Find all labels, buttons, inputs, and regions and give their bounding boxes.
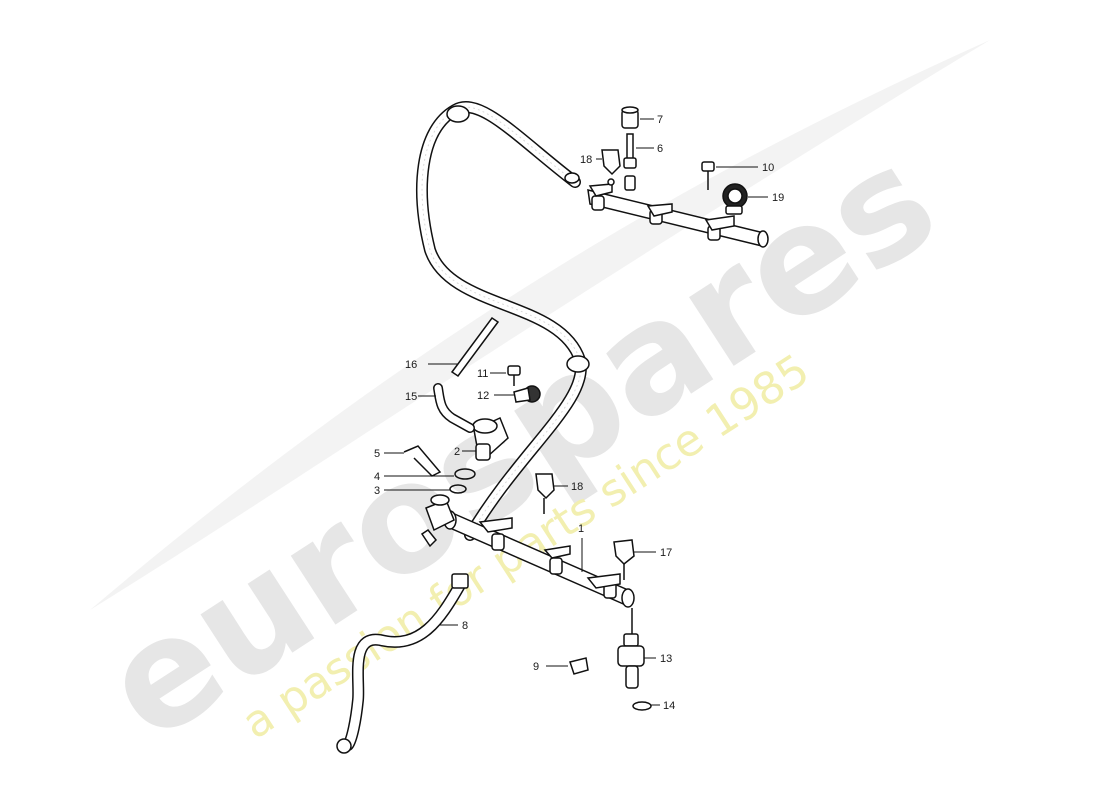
callout-17: 17 — [660, 547, 672, 559]
clip-18-lower — [535, 473, 555, 514]
valve-6 — [623, 133, 637, 191]
callout-labels: 7 6 18 10 19 16 11 12 15 2 5 4 3 18 1 17… — [374, 114, 784, 712]
callout-18-upper: 18 — [580, 154, 592, 166]
clip-17 — [613, 539, 635, 580]
pressure-regulator — [472, 416, 509, 461]
callout-1: 1 — [578, 523, 584, 535]
bolt-11 — [507, 365, 521, 386]
callout-11: 11 — [477, 368, 488, 380]
callout-16: 16 — [405, 359, 417, 371]
callout-18-lower: 18 — [571, 481, 583, 493]
callout-3: 3 — [374, 485, 380, 497]
callout-7: 7 — [657, 114, 663, 126]
o-ring-3 — [449, 484, 467, 494]
bracket-12 — [513, 385, 541, 403]
fuel-hose-long — [416, 101, 590, 541]
callout-5: 5 — [374, 448, 380, 460]
callout-2: 2 — [454, 446, 460, 458]
clip-9 — [569, 657, 589, 675]
callout-13: 13 — [660, 653, 672, 665]
cap-7 — [621, 106, 639, 129]
clip-18-upper — [601, 149, 621, 186]
clamp-19 — [722, 183, 748, 215]
hose-small-15 — [433, 383, 475, 433]
clip-5 — [403, 445, 442, 477]
callout-6: 6 — [657, 143, 663, 155]
callout-9: 9 — [533, 661, 539, 673]
callout-4: 4 — [374, 471, 380, 483]
injector-13 — [617, 608, 645, 689]
rail-end-fitting — [420, 494, 455, 548]
seal-14 — [632, 701, 652, 711]
watermark-swoosh — [90, 40, 990, 610]
callouts — [384, 118, 768, 706]
callout-8: 8 — [462, 620, 468, 632]
fuel-line-8 — [336, 573, 469, 754]
watermark-brand: eurospares — [75, 113, 965, 775]
callout-15: 15 — [405, 391, 417, 403]
callout-10: 10 — [762, 162, 774, 174]
callout-19: 19 — [772, 192, 784, 204]
callout-12: 12 — [477, 390, 489, 402]
o-ring-4 — [454, 468, 476, 480]
vacuum-line-16 — [450, 316, 500, 378]
bolt-10 — [701, 161, 715, 190]
upper-fuel-rail — [587, 183, 769, 248]
callout-14: 14 — [663, 700, 675, 712]
